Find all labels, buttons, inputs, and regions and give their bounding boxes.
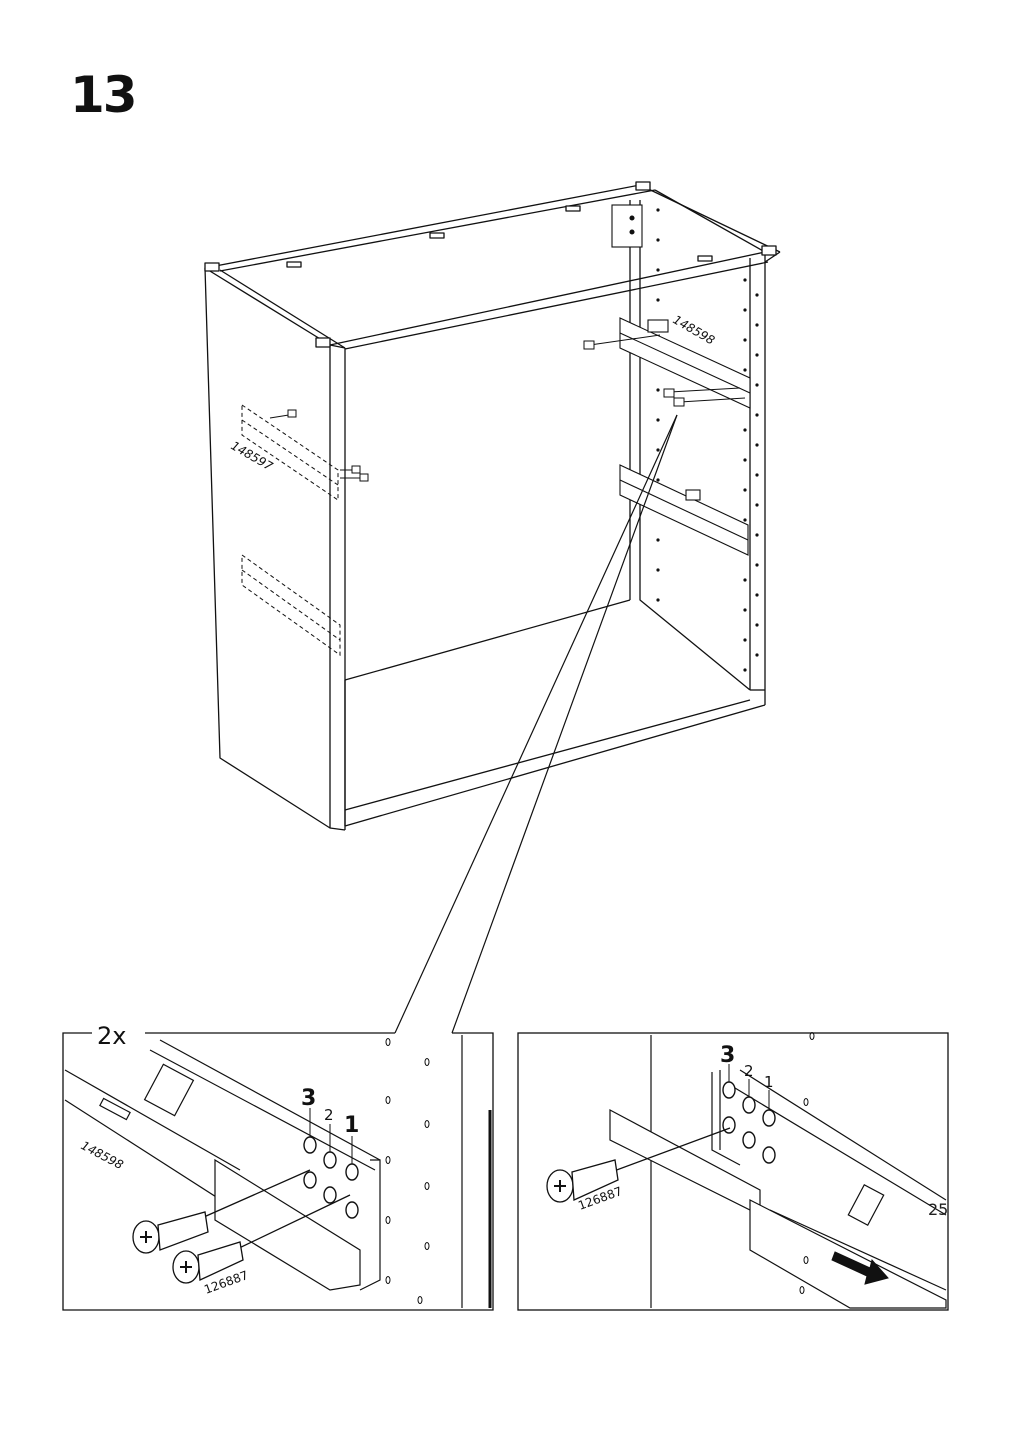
- hole-label-1: 1: [344, 1113, 359, 1138]
- cabinet-frame: [204, 181, 781, 831]
- right-runner-lower: [619, 464, 749, 556]
- detail-left-screws: [132, 1169, 351, 1284]
- page-number: 25: [928, 1200, 949, 1219]
- left-screws: [269, 409, 369, 482]
- detail-right-wall-holes: [799, 1032, 815, 1294]
- hole-label-3: 3: [301, 1086, 316, 1111]
- part-label-148598: 148598: [671, 312, 718, 347]
- callout-lines: [394, 414, 678, 1034]
- hole-label-2-right: 2: [744, 1062, 754, 1080]
- detail-box-right: [517, 1032, 949, 1311]
- detail-right-holes: [722, 1081, 776, 1164]
- detail-right-screw: [546, 1127, 731, 1203]
- panel-holes: [656, 208, 759, 672]
- detail-box-left: [62, 1032, 494, 1311]
- detail-right-art: [609, 1035, 947, 1309]
- detail-left-part-label: 148598: [79, 1138, 126, 1172]
- detail-left-wall-holes: [385, 1038, 430, 1304]
- right-screws: [583, 334, 746, 407]
- right-runner-upper: [619, 317, 751, 409]
- slide-direction-arrow: [831, 1251, 889, 1285]
- hole-label-3-right: 3: [720, 1043, 735, 1068]
- hole-label-2: 2: [324, 1106, 334, 1124]
- quantity-label: 2x: [97, 1022, 126, 1050]
- hole-label-1-right: 1: [764, 1073, 774, 1091]
- top-bracket: [611, 204, 643, 248]
- detail-left-art: [64, 1035, 492, 1308]
- detail-left-holes: [303, 1136, 359, 1219]
- left-runner-upper: [241, 404, 339, 501]
- step-number: 13: [70, 66, 138, 124]
- left-runner-lower: [241, 554, 341, 656]
